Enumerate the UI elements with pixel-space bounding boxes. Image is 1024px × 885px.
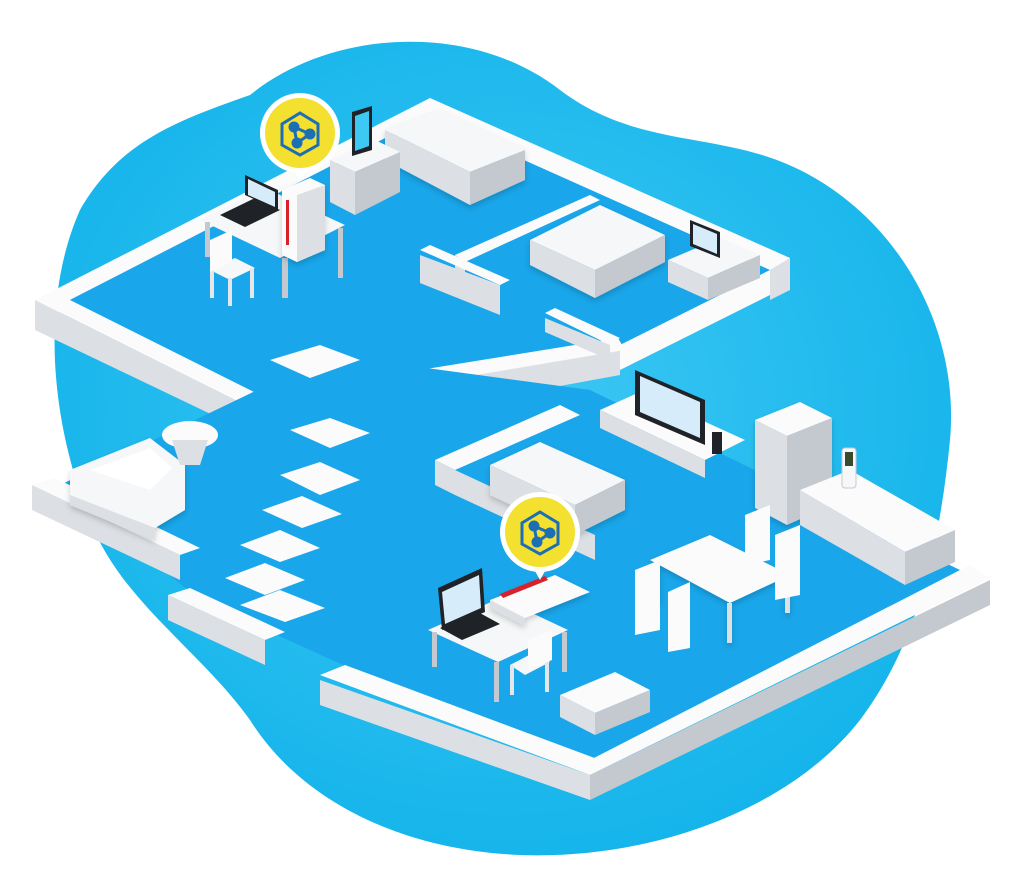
ground-wall-bottom-left-top bbox=[168, 588, 285, 640]
mesh-network-icon-ground bbox=[520, 510, 560, 556]
ground-floor bbox=[32, 345, 990, 800]
ground-interior-wall-side bbox=[435, 460, 455, 495]
upper-wall-front bbox=[35, 300, 265, 440]
tv-icon bbox=[635, 370, 722, 454]
storage-box bbox=[560, 672, 650, 735]
ground-wall-bottom-left bbox=[168, 595, 265, 665]
ground-wall-right bbox=[590, 580, 990, 800]
upper-divider-block bbox=[420, 255, 500, 315]
ground-wall-left bbox=[32, 485, 180, 580]
chair-ground bbox=[510, 630, 552, 695]
ground-wall-right-top bbox=[590, 565, 990, 775]
upper-divider-block-top bbox=[420, 245, 510, 285]
upper-divider-block-2 bbox=[545, 318, 610, 360]
upper-wall-front-top bbox=[35, 295, 270, 415]
ground-wall-front-top bbox=[320, 665, 600, 775]
ground-interior-wall bbox=[435, 405, 580, 470]
mesh-badge-ground bbox=[500, 492, 580, 580]
bed-master bbox=[385, 110, 525, 205]
mesh-network-icon bbox=[280, 111, 320, 157]
dining-chairs bbox=[635, 505, 800, 652]
monitor-upper-right bbox=[690, 220, 720, 258]
router-icon bbox=[490, 575, 590, 626]
chair-upper bbox=[210, 230, 255, 306]
badge-fill-upper bbox=[265, 98, 335, 168]
mesh-badge-upper bbox=[260, 93, 340, 181]
upper-divider-block-2-top bbox=[545, 308, 620, 345]
ground-wall-front bbox=[320, 680, 590, 800]
bathtub bbox=[70, 438, 185, 540]
staircase bbox=[225, 345, 370, 622]
upper-wall-right-side bbox=[770, 258, 790, 300]
repeater-icon bbox=[282, 178, 325, 262]
laptop-ground-icon bbox=[438, 568, 500, 640]
sideboard-upper-right bbox=[668, 238, 760, 300]
toilet bbox=[162, 421, 218, 465]
upper-interior-wall bbox=[455, 195, 600, 262]
badge-fill-ground bbox=[505, 497, 575, 567]
kitchen-counter bbox=[800, 470, 955, 585]
ground-floor-surface bbox=[60, 355, 960, 765]
laptop-icon bbox=[220, 175, 280, 227]
upper-floor bbox=[35, 98, 790, 440]
bed-guest bbox=[530, 205, 665, 298]
tablet-icon bbox=[352, 106, 372, 156]
cabinet-upper bbox=[330, 140, 400, 215]
cordless-phone-icon bbox=[841, 447, 857, 489]
